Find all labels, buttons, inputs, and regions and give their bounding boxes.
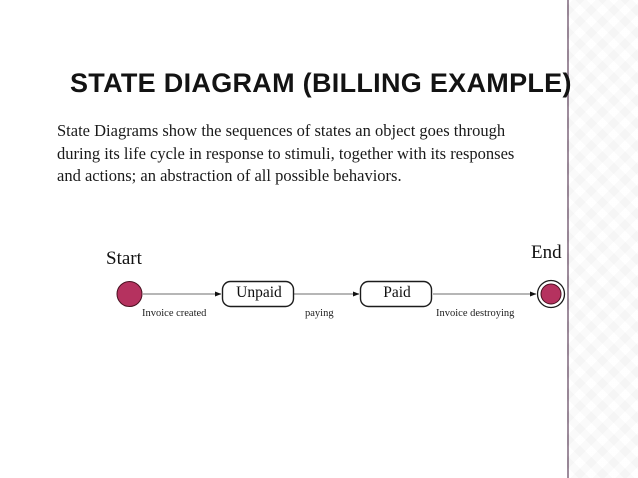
state-box-unpaid bbox=[221, 280, 295, 308]
transition-label-invoice-created: Invoice created bbox=[142, 308, 207, 319]
sidebar-decoration bbox=[567, 0, 638, 478]
state-diagram: Start End Unpaid Paid Invoice created pa… bbox=[0, 236, 638, 336]
transition-label-paying: paying bbox=[305, 308, 334, 319]
start-node bbox=[116, 281, 143, 307]
state-diagram-graphics bbox=[116, 279, 566, 309]
state-box-paid bbox=[359, 280, 433, 308]
body-paragraph: State Diagrams show the sequences of sta… bbox=[57, 121, 515, 185]
transition-label-invoice-destroying: Invoice destroying bbox=[436, 308, 515, 319]
start-node-label: Start bbox=[106, 248, 142, 269]
page-title: STATE DIAGRAM (BILLING EXAMPLE) bbox=[70, 68, 572, 98]
sidebar-edge-line bbox=[567, 0, 569, 478]
state-label-paid: Paid bbox=[383, 284, 411, 301]
sidebar-texture bbox=[567, 0, 638, 478]
end-node bbox=[540, 283, 562, 305]
state-label-unpaid: Unpaid bbox=[236, 284, 282, 301]
end-node-label: End bbox=[531, 242, 562, 263]
